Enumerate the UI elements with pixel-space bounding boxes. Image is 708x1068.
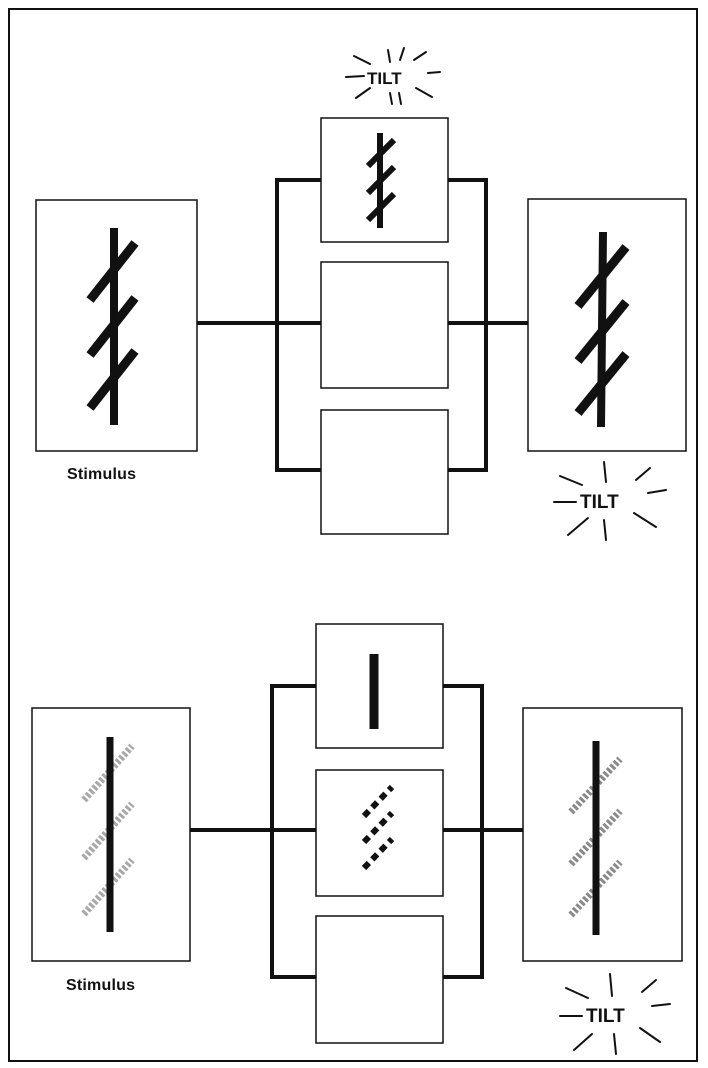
top-detector-3: [320, 409, 449, 535]
top-detector-1: [320, 117, 449, 243]
bottom-tilt-burst-output: [559, 973, 671, 1055]
bottom-detector-2: [315, 769, 444, 897]
top-stimulus-box: [35, 199, 198, 452]
top-detector-2: [320, 261, 449, 389]
top-detector-1-tilted-figure: [365, 133, 397, 228]
bottom-tilt-label-output: TILT: [586, 1006, 625, 1027]
bottom-output-box: [522, 707, 683, 962]
bottom-stimulus-label: Stimulus: [66, 977, 136, 994]
top-connectors: [197, 178, 528, 472]
top-tilt-burst-upper: [345, 47, 441, 105]
top-panel: TILT TILT: [35, 47, 687, 541]
top-output-box: [527, 198, 687, 452]
bottom-panel: TILT: [31, 623, 683, 1055]
top-stimulus-tilted-figure: [86, 228, 139, 425]
bottom-detector-3: [315, 915, 444, 1044]
top-output-tilted-figure: [574, 231, 630, 428]
bottom-stimulus-box: [31, 707, 191, 962]
bottom-detector-1: [315, 623, 444, 749]
top-left-bracket: [275, 178, 321, 472]
bottom-left-bracket: [270, 684, 316, 979]
top-stimulus-label: Stimulus: [67, 466, 137, 483]
bottom-detector-2-dashed-tilted-segments: [361, 784, 395, 871]
top-tilt-burst-output: [553, 461, 667, 541]
top-tilt-label-output: TILT: [580, 492, 619, 513]
bottom-connectors: [190, 684, 523, 979]
top-tilt-label-upper: TILT: [367, 69, 402, 88]
